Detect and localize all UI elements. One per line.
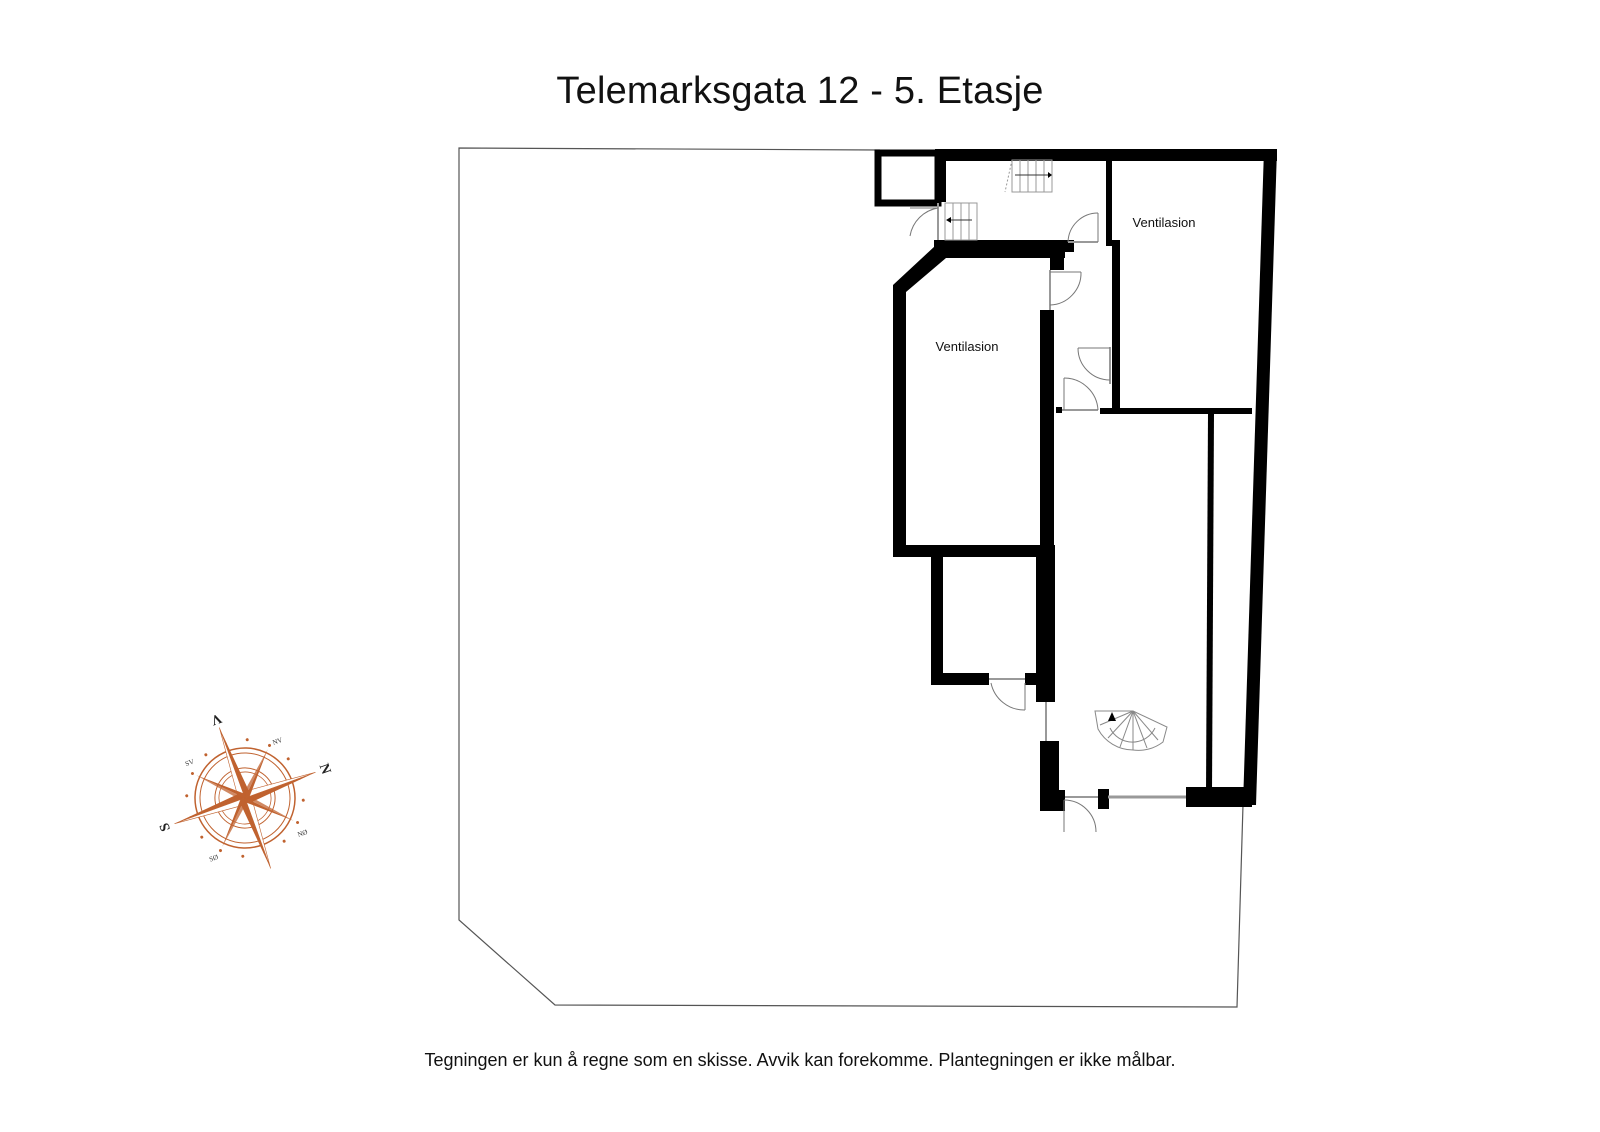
room-label-ventilation-east: Ventilasion [1133, 215, 1196, 230]
stairs-small [944, 202, 978, 241]
compass-label-nv: NV [271, 736, 283, 747]
compass-label-s: S [157, 820, 174, 833]
shaft [874, 149, 942, 207]
spiral-stair [1094, 710, 1168, 751]
stairs-top [1004, 159, 1053, 193]
page-title: Telemarksgata 12 - 5. Etasje [556, 70, 1044, 112]
door-swings [909, 207, 1111, 833]
room-label-ventilation-west: Ventilasion [936, 339, 999, 354]
disclaimer-text: Tegningen er kun å regne som en skisse. … [424, 1050, 1176, 1070]
plot-outline [458, 147, 1244, 1008]
compass-label-so: SØ [208, 853, 219, 864]
compass-label-v: V [209, 710, 224, 728]
compass-label-n: N [316, 762, 334, 777]
compass-rose-icon: V N Ø S SV NV NØ SØ [157, 710, 334, 869]
compass-label-no: NØ [296, 828, 308, 839]
compass-label-sv: SV [184, 758, 195, 769]
